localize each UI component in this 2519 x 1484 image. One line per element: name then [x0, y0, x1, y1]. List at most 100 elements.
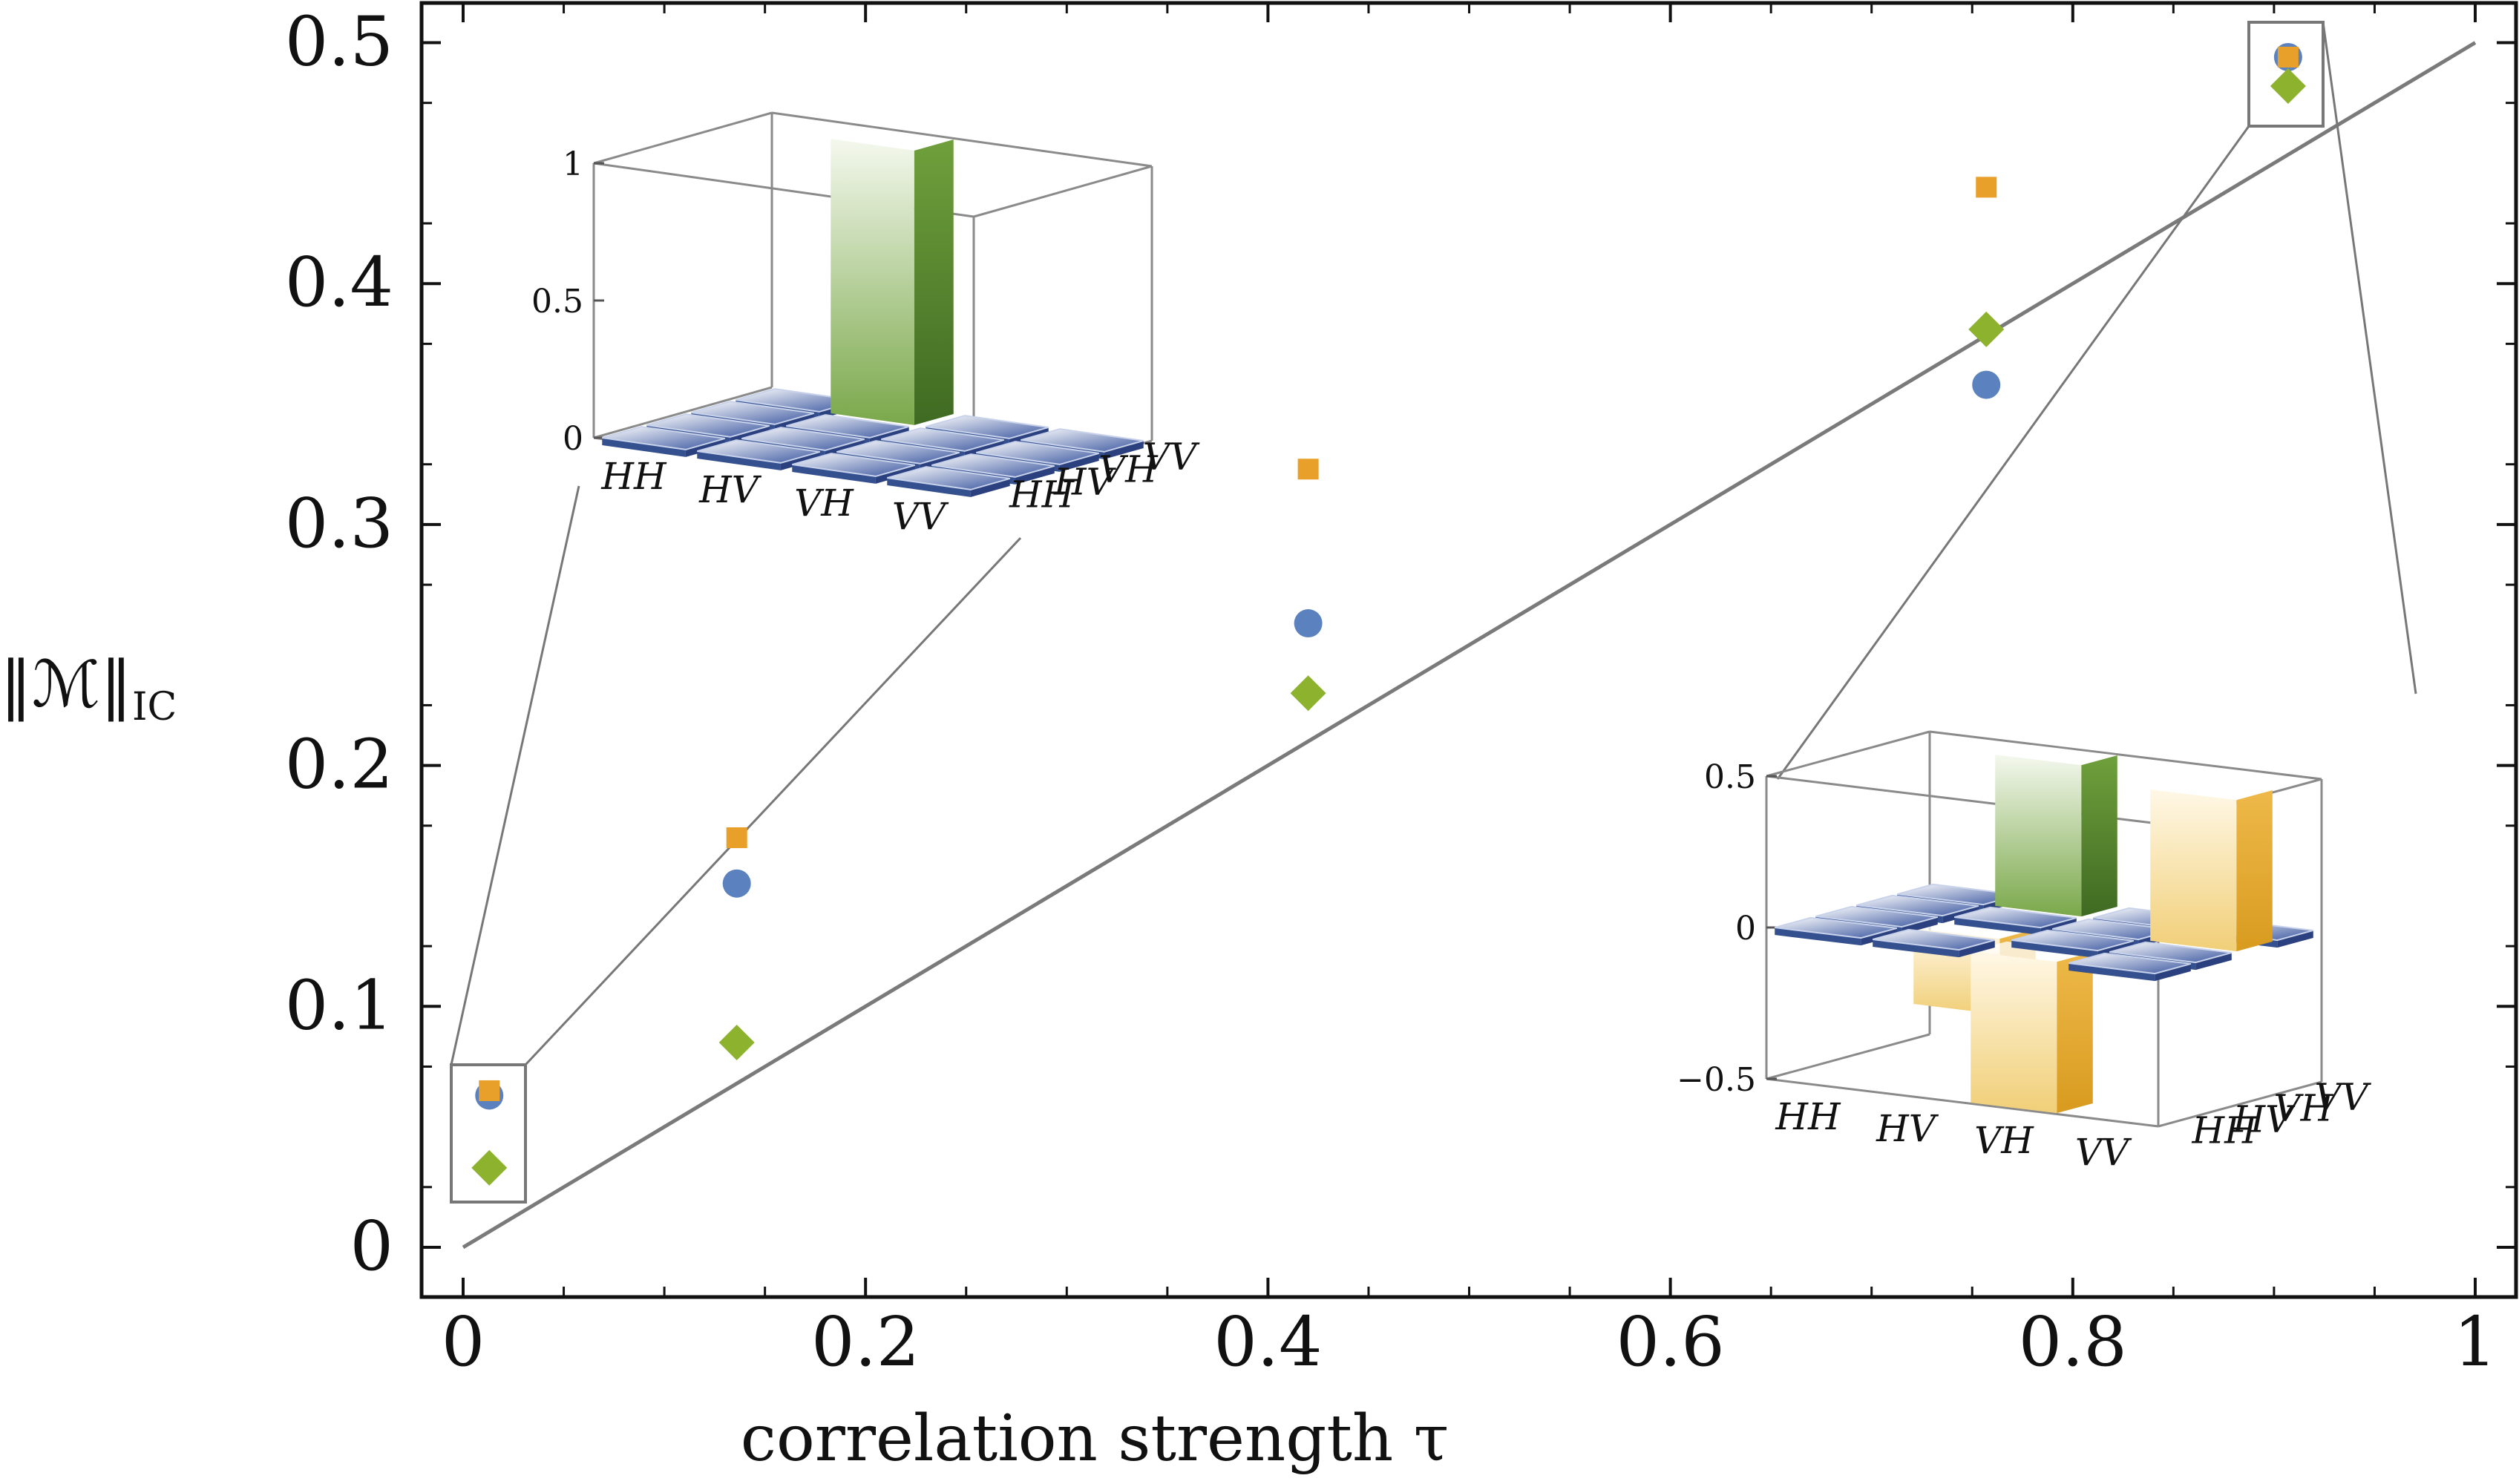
tile-side [869, 426, 909, 445]
inset-row-label: HH [2192, 1109, 2258, 1152]
bar-top [1913, 918, 2036, 939]
tile-side [1059, 453, 1099, 472]
plot-border [419, 1, 2518, 1299]
matrix-tile [1855, 894, 1979, 917]
circle-marker [1972, 370, 2001, 399]
bar-front [831, 139, 914, 425]
tile-side [825, 439, 865, 458]
matrix-tile [602, 426, 725, 450]
matrix-tile [1021, 428, 1144, 453]
bar-front [1971, 951, 2057, 1114]
zoom-connector [1776, 125, 2250, 780]
bar-side [2057, 951, 2093, 1114]
inset-col-label: VH [1974, 1119, 2034, 1162]
matrix-tile [2011, 929, 2135, 952]
matrix-tile [931, 453, 1055, 478]
diamond-marker [2270, 68, 2306, 104]
tile-side [1959, 939, 1995, 958]
matrix-tile [691, 401, 814, 425]
zoom-connector [450, 485, 580, 1066]
inset-edge [1929, 730, 2322, 781]
inset-row-label: HV [1053, 461, 1117, 504]
square-marker [1297, 459, 1319, 480]
inset-row-label: VH [1098, 448, 1159, 491]
matrix-tile [741, 427, 865, 451]
matrix-tile [1872, 928, 1996, 951]
tile-side [2155, 963, 2191, 982]
tile-side [780, 451, 820, 470]
zoom-box-left [450, 1063, 527, 1204]
matrix-tile [2068, 952, 2192, 975]
matrix-tile [1774, 916, 1898, 939]
data-markers [471, 42, 2306, 1186]
matrix-tile [646, 413, 770, 438]
inset-edge [1766, 1033, 1930, 1080]
matrix-tile [786, 414, 909, 439]
bar-side [914, 139, 954, 425]
inset-row-label: VV [2315, 1076, 2372, 1119]
tile-front [792, 464, 876, 484]
tile-front [2068, 963, 2155, 982]
matrix-tile [881, 427, 1004, 452]
square-marker [726, 827, 747, 849]
plot-frame [419, 1, 2518, 1299]
inset-row-label: VV [1143, 436, 1200, 479]
inset-edge [771, 111, 1153, 168]
tile-side [970, 478, 1010, 497]
inset-edge [1766, 1077, 2159, 1128]
tile-front [602, 438, 686, 457]
bar-side [2081, 755, 2117, 917]
y-tick-label: 0.5 [285, 2, 393, 82]
tile-side [964, 439, 1004, 459]
y-tick-label: 0.4 [285, 243, 393, 322]
inset-z-tick-label: 0 [1735, 910, 1756, 948]
x-tick-label: 0.2 [811, 1302, 920, 1382]
square-marker [479, 1080, 500, 1101]
matrix-tile [926, 415, 1049, 439]
matrix-tile [976, 441, 1099, 465]
x-tick-label: 0.4 [1213, 1302, 1322, 1382]
circle-marker [1294, 609, 1323, 638]
zoom-box-right [2247, 21, 2325, 128]
y-tick-label: 0 [350, 1206, 393, 1286]
tile-side [730, 425, 770, 444]
inset-col-label: HV [698, 468, 762, 511]
matrix-tile [2109, 941, 2233, 964]
tile-side [1009, 427, 1049, 446]
x-axis-title: correlation strength τ [741, 1402, 1449, 1476]
reference-line [462, 41, 2477, 1250]
diamond-marker [1290, 675, 1326, 712]
x-axis-label: correlation strength τ [741, 1402, 1449, 1476]
tile-side [1015, 465, 1055, 485]
x-tick-label: 1 [2454, 1302, 2497, 1382]
matrix-tile [792, 453, 915, 477]
diagonal-line [462, 41, 2477, 1250]
matrix-tile [1815, 905, 1939, 928]
matrix-tile [1953, 906, 2077, 929]
tile-front [1873, 939, 1959, 958]
inset-z-tick-label: 0 [563, 420, 583, 458]
bar-top [1995, 744, 2117, 766]
square-marker [1976, 177, 1997, 198]
inset-col-label: VH [794, 482, 854, 525]
inset-row-label: VH [2274, 1087, 2334, 1130]
bar-front [2150, 789, 2237, 952]
inset-row-label: HH [1009, 473, 1075, 516]
inset-edge [593, 111, 773, 165]
x-tick-label: 0 [442, 1302, 485, 1382]
inset-z-tick-label: 0.5 [1704, 758, 1756, 796]
inset-col-label: HH [600, 455, 667, 498]
y-axis-title: ‖ℳ‖IC [0, 648, 177, 729]
tile-front [1954, 917, 2041, 936]
tile-side [2195, 952, 2232, 971]
square-marker [2277, 46, 2299, 68]
zoom-connector [524, 536, 1022, 1066]
tile-side [2277, 930, 2313, 948]
x-tick-label: 0.6 [1616, 1302, 1724, 1382]
tile-front [1775, 928, 1861, 946]
inset-z-tick-label: 1 [563, 145, 583, 183]
